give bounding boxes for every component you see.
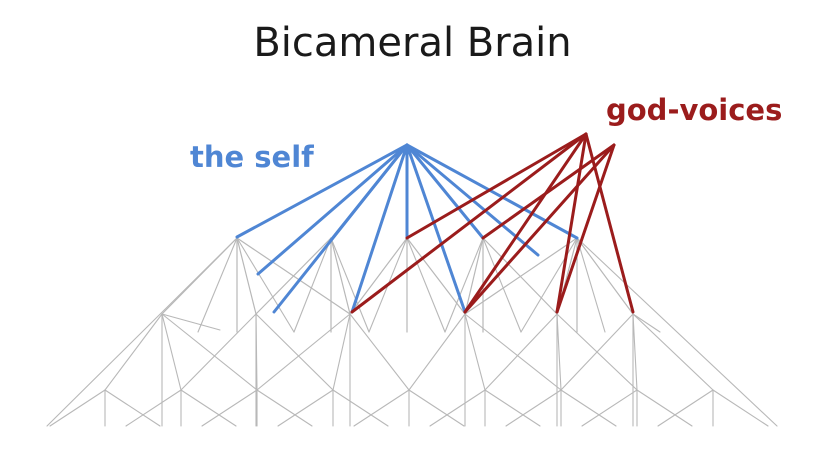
lattice-edge: [236, 237, 295, 333]
self-connection: [329, 143, 409, 242]
lattice-edge: [256, 313, 351, 391]
self-connection: [256, 143, 409, 276]
self-connections: [235, 143, 579, 314]
lattice-edge: [349, 313, 410, 391]
self-connection: [405, 143, 467, 314]
lattice-edge: [125, 389, 182, 427]
lattice-edge: [576, 237, 778, 427]
lattice-edge: [236, 237, 257, 315]
lattice-edge: [576, 237, 634, 315]
lattice-edge: [201, 389, 258, 427]
lattice-edge: [406, 237, 466, 315]
self-connection: [235, 143, 409, 239]
lattice-edge: [657, 389, 714, 427]
lattice-edge: [560, 313, 634, 391]
diagram-title: Bicameral Brain: [253, 20, 572, 66]
god-connection: [584, 132, 635, 314]
god-connection: [350, 132, 588, 314]
lattice-edge: [464, 237, 484, 315]
lattice-edge: [293, 237, 332, 333]
lattice-edge: [484, 313, 558, 391]
lattice-edge: [464, 237, 578, 315]
lattice-edge: [256, 389, 313, 427]
lattice-edge: [104, 313, 163, 391]
lattice-edge: [444, 237, 484, 333]
lattice-edge: [505, 389, 562, 427]
god-connection: [555, 132, 588, 314]
god-connection: [463, 132, 588, 314]
lattice-edge: [429, 389, 486, 427]
lattice-edge: [556, 313, 562, 391]
self-label: the self: [190, 140, 314, 174]
lattice-edge: [180, 389, 237, 427]
lattice-edge: [406, 237, 446, 333]
neural-lattice: [46, 237, 778, 427]
self-connection: [405, 143, 485, 240]
god-connection: [481, 143, 616, 240]
lattice-edge: [636, 389, 693, 427]
god-voices-label: god-voices: [606, 93, 783, 127]
god-voice-connections: [350, 132, 635, 314]
lattice-edge: [330, 237, 351, 315]
lattice-edge: [330, 237, 370, 333]
lattice-edge: [277, 389, 334, 427]
god-connection: [555, 143, 616, 314]
lattice-edge: [581, 389, 638, 427]
lattice-edge: [104, 389, 161, 427]
lattice-edge: [46, 237, 238, 427]
lattice-edge: [464, 313, 562, 391]
lattice-edge: [482, 237, 522, 333]
lattice-edge: [332, 389, 389, 427]
lattice-edge: [349, 237, 408, 315]
lattice-edge: [161, 313, 182, 391]
lattice-edge: [712, 389, 769, 427]
lattice-edge: [161, 313, 221, 331]
god-connection: [463, 143, 616, 314]
lattice-edge: [255, 313, 334, 391]
self-connection: [405, 143, 579, 240]
lattice-edge: [161, 313, 258, 391]
lattice-edge: [353, 389, 410, 427]
lattice-edge: [632, 313, 714, 391]
lattice-edge: [576, 237, 606, 333]
lattice-edge: [632, 313, 638, 391]
lattice-edge: [464, 313, 486, 391]
lattice-edge: [255, 237, 332, 315]
god-connection: [405, 132, 588, 240]
lattice-edge: [408, 389, 465, 427]
lattice-edge: [180, 313, 257, 391]
lattice-edge: [484, 389, 541, 427]
lattice-edge: [408, 313, 466, 391]
lattice-edge: [49, 389, 106, 427]
lattice-edge: [560, 389, 617, 427]
lattice-edge: [197, 237, 238, 333]
self-connection: [350, 143, 409, 314]
lattice-edge: [632, 313, 661, 333]
lattice-edge: [332, 313, 351, 391]
